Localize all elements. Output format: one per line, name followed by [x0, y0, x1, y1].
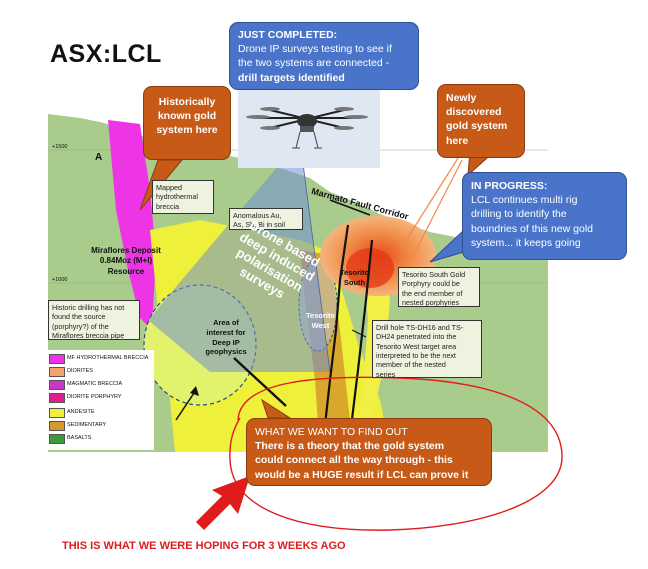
- footer-note: THIS IS WHAT WE WERE HOPING FOR 3 WEEKS …: [62, 540, 346, 552]
- just-completed-title: JUST COMPLETED:: [238, 29, 338, 41]
- tesorito-west-label: Tesorito West: [306, 311, 336, 330]
- historic-line-3: system here: [156, 124, 218, 137]
- in-progress-line-1: LCL continues multi rig: [471, 194, 578, 207]
- anomalous-soil-label: Anomalous Au, As, Sb, Bi in soil: [229, 208, 303, 230]
- newly-line-1: Newly: [446, 92, 477, 104]
- red-arrow: [196, 476, 250, 530]
- tesorito-porphyry-note: Tesorito South Gold Porphyry could be th…: [398, 267, 480, 307]
- historic-drilling-note: Historic drilling has not found the sour…: [48, 300, 140, 340]
- highlight-ellipse: [229, 376, 563, 531]
- section-letter: A: [95, 152, 103, 163]
- elevation-lower: +1000: [52, 277, 68, 283]
- drone-survey-cone: [148, 140, 330, 372]
- ticker-title: ASX:LCL: [50, 40, 162, 68]
- drone-icon: [246, 107, 368, 149]
- miraflores-deposit-label: Miraflores Deposit 0.84Moz (M+I) Resourc…: [91, 246, 161, 276]
- in-progress-title: IN PROGRESS:: [471, 180, 548, 192]
- in-progress-line-4: system... it keeps going: [471, 236, 581, 249]
- in-progress-line-3: boundries of this new gold: [471, 222, 593, 235]
- newly-discovered-callout: Newly discovered gold system here: [437, 84, 525, 158]
- historic-callout: Historically known gold system here: [143, 86, 231, 160]
- just-completed-line-3: drill targets identified: [238, 71, 345, 84]
- just-completed-callout: JUST COMPLETED: Drone IP surveys testing…: [229, 22, 419, 90]
- just-completed-line-1: Drone IP surveys testing to see if: [238, 43, 392, 56]
- find-out-line-1: There is a theory that the gold system: [255, 440, 445, 453]
- find-out-title: WHAT WE WANT TO FIND OUT: [255, 426, 408, 438]
- newly-line-3: gold system: [446, 120, 508, 133]
- find-out-callout: WHAT WE WANT TO FIND OUT There is a theo…: [246, 418, 492, 486]
- tesorito-south-label: Tesorito South: [340, 268, 370, 287]
- area-of-interest-label: Area of interest for Deep IP geophysics: [205, 318, 247, 357]
- historic-line-1: Historically: [158, 96, 216, 108]
- find-out-line-3: would be a HUGE result if LCL can prove …: [255, 468, 469, 481]
- newly-line-4: here: [446, 134, 469, 147]
- just-completed-line-2: the two systems are connected -: [238, 57, 390, 70]
- elevation-upper: +1500: [52, 144, 68, 150]
- find-out-line-2: could connect all the way through - this: [255, 454, 453, 467]
- in-progress-callout: IN PROGRESS: LCL continues multi rig dri…: [462, 172, 627, 260]
- newly-line-2: discovered: [446, 106, 502, 119]
- in-progress-line-2: drilling to identify the: [471, 208, 567, 221]
- mapped-breccia-label: Mapped hydrothermal breccia: [152, 180, 214, 214]
- mf-hydrothermal-breccia-body: [108, 120, 156, 330]
- historic-line-2: known gold: [157, 110, 217, 123]
- drillhole-note: Drill hole TS-DH16 and TS- DH24 penetrat…: [372, 320, 482, 379]
